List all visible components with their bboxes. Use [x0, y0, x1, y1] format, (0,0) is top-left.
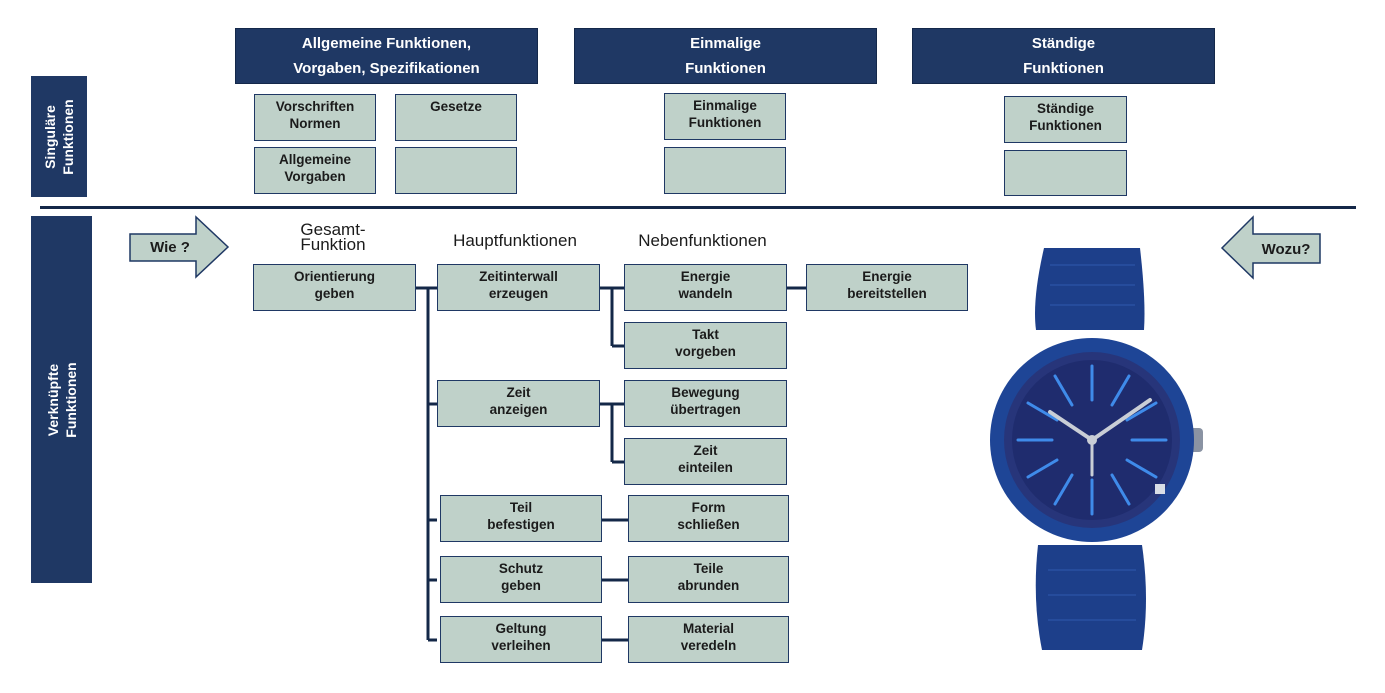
box-label: Einmalige — [693, 98, 757, 113]
header-line: Allgemeine Funktionen, — [301, 35, 472, 52]
box-label: Schutz — [498, 561, 544, 576]
box-label: Bewegung — [671, 385, 740, 400]
header-line: Ständige — [1031, 35, 1096, 52]
box-label: befestigen — [487, 517, 555, 532]
box-label: Energie — [862, 269, 912, 284]
box-label: Teil — [509, 500, 533, 515]
box-label: Takt — [692, 327, 719, 342]
box-label: wandeln — [678, 286, 733, 301]
box-label: Funktionen — [1029, 118, 1102, 133]
box-zeitinterwall-erzeugen: Zeitinterwall erzeugen — [437, 264, 600, 311]
wozu-label: Wozu? — [1261, 241, 1311, 258]
header-line: Vorgaben, Spezifikationen — [293, 60, 480, 77]
box-zeit-anzeigen: Zeit anzeigen — [437, 380, 600, 427]
box-label: Zeitinterwall — [479, 269, 558, 284]
box-label: vorgeben — [675, 344, 736, 359]
box-bewegung-uebertragen: Bewegung übertragen — [624, 380, 787, 427]
box-label: schließen — [677, 517, 740, 532]
box-label: Zeit — [693, 443, 718, 458]
column-title-gesamtfunktion: Gesamt- Funktion — [288, 220, 378, 254]
box-label: Gesetze — [430, 99, 482, 114]
box-label: Allgemeine — [278, 152, 352, 167]
header-line: Funktionen — [1023, 60, 1104, 77]
box-gesetze: Gesetze — [395, 94, 517, 141]
column-title-hauptfunktionen: Hauptfunktionen — [453, 231, 577, 250]
box-geltung-verleihen: Geltung verleihen — [440, 616, 602, 663]
box-label: Energie — [680, 269, 731, 284]
box-empty-3 — [1004, 150, 1127, 196]
box-empty-1 — [395, 147, 517, 194]
watch-illustration — [990, 248, 1203, 650]
box-label: Form — [691, 500, 726, 515]
box-label: erzeugen — [488, 286, 549, 301]
box-label: Orientierung — [293, 269, 375, 284]
box-label: einteilen — [678, 460, 733, 475]
column-title-line: Gesamt- — [300, 220, 366, 239]
box-label: abrunden — [677, 578, 740, 593]
box-label: geben — [501, 578, 541, 593]
box-label: anzeigen — [489, 402, 548, 417]
box-teil-befestigen: Teil befestigen — [440, 495, 602, 542]
wozu-arrow-icon — [1220, 215, 1321, 280]
box-label: verleihen — [491, 638, 551, 653]
box-label: bereitstellen — [847, 286, 927, 301]
box-label: Material — [682, 621, 735, 636]
box-label: Teile — [693, 561, 724, 576]
box-label: veredeln — [680, 638, 737, 653]
box-label: Normen — [289, 116, 341, 131]
box-empty-2 — [664, 147, 786, 194]
box-label: übertragen — [670, 402, 741, 417]
wie-arrow-icon — [129, 215, 230, 279]
box-label: Vorschriften — [275, 99, 355, 114]
wie-label: Wie ? — [150, 239, 190, 256]
box-form-schliessen: Form schließen — [628, 495, 789, 542]
header-line: Funktionen — [685, 60, 766, 77]
box-label: geben — [314, 286, 355, 301]
box-label: Funktionen — [688, 115, 762, 130]
box-label: Ständige — [1036, 101, 1094, 116]
header-allgemeine-funktionen: Allgemeine Funktionen, Vorgaben, Spezifik… — [235, 28, 538, 84]
column-title-nebenfunktionen: Nebenfunktionen — [638, 231, 767, 250]
divider-line — [40, 206, 1356, 209]
box-material-veredeln: Material veredeln — [628, 616, 789, 663]
box-orientierung-geben: Orientierung geben — [253, 264, 416, 311]
box-schutz-geben: Schutz geben — [440, 556, 602, 603]
box-label: Vorgaben — [284, 169, 346, 184]
box-energie-bereitstellen: Energie bereitstellen — [806, 264, 968, 311]
box-takt-vorgeben: Takt vorgeben — [624, 322, 787, 369]
box-label: Geltung — [495, 621, 547, 636]
header-line: Einmalige — [690, 35, 761, 52]
box-energie-wandeln: Energie wandeln — [624, 264, 787, 311]
column-title-line: Funktion — [300, 235, 366, 254]
box-zeit-einteilen: Zeit einteilen — [624, 438, 787, 485]
box-label: Zeit — [506, 385, 531, 400]
box-teile-abrunden: Teile abrunden — [628, 556, 789, 603]
